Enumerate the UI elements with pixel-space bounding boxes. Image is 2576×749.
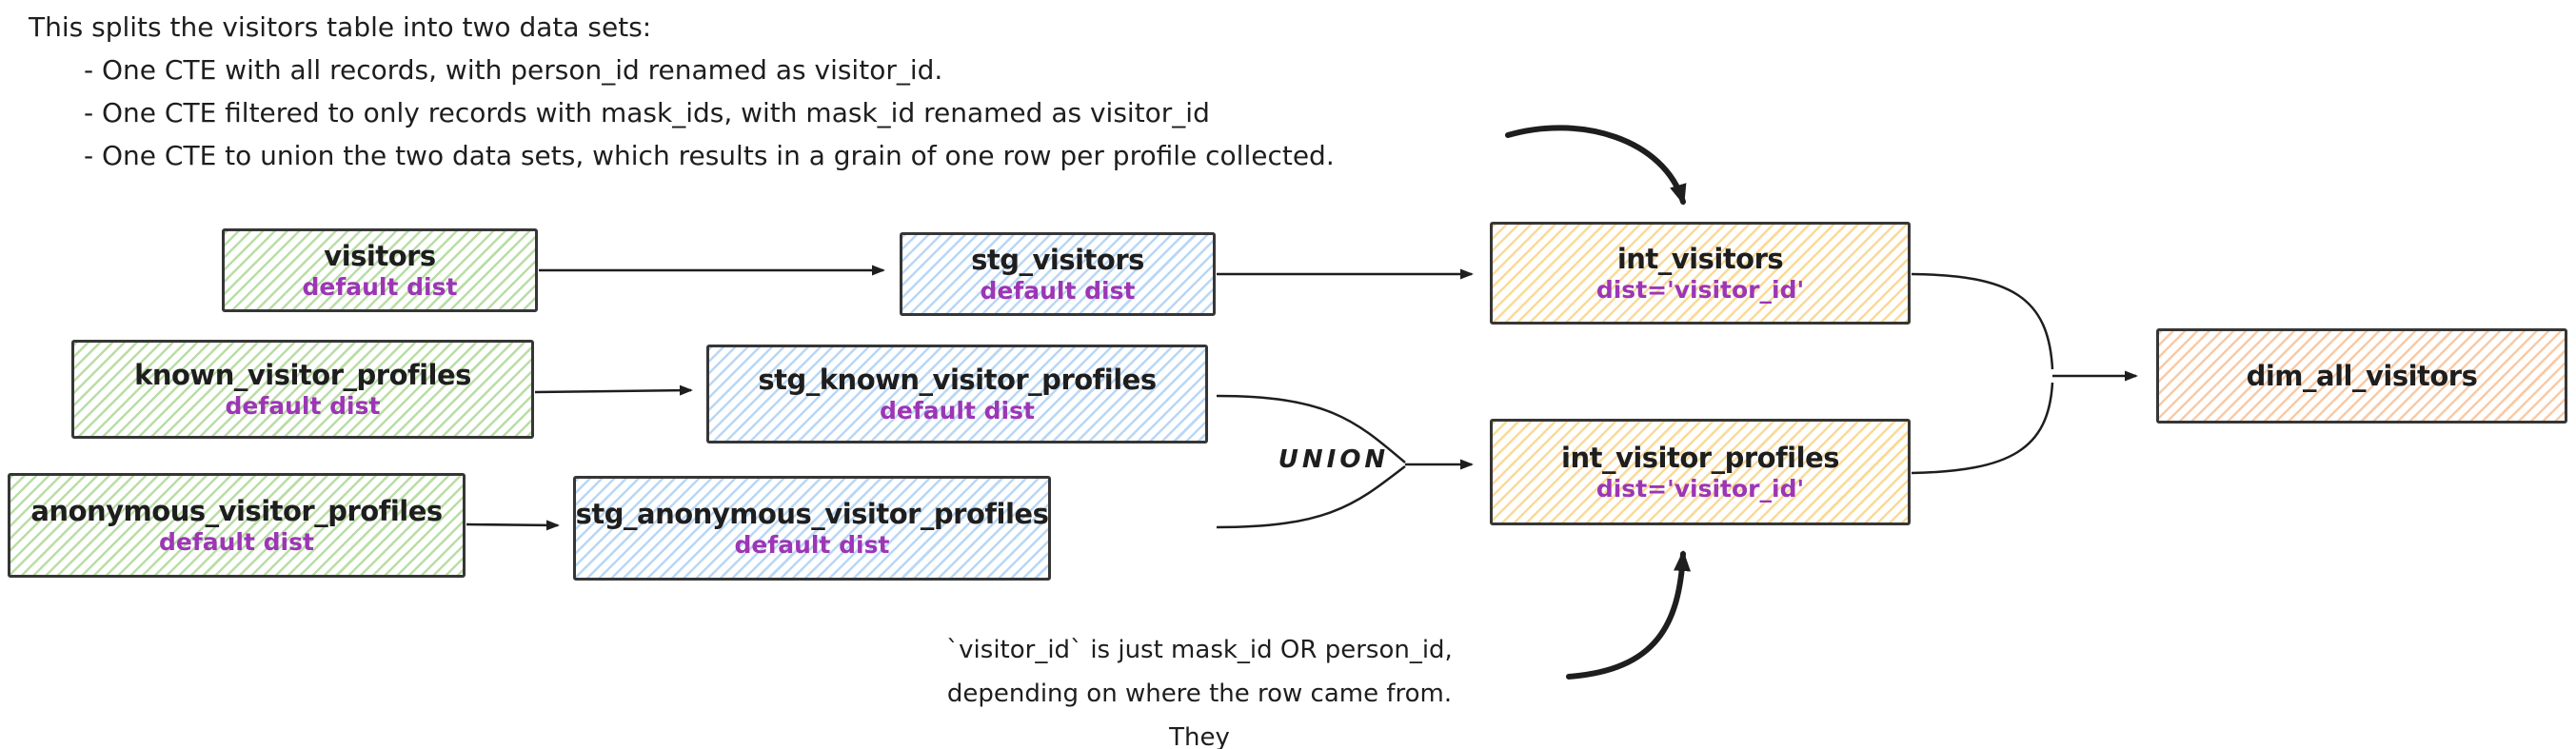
node-int-visitor-profiles: int_visitor_profiles dist='visitor_id' [1490,419,1911,525]
node-subtitle: dist='visitor_id' [1595,276,1805,304]
node-title: visitors [324,240,436,272]
node-anonymous-visitor-profiles: anonymous_visitor_profiles default dist [8,473,466,578]
bottom-note-line: depending on where the row came from. Th… [946,680,1453,749]
node-title: known_visitor_profiles [134,359,471,391]
edge-known-to-stg-known [534,384,693,396]
node-title: stg_known_visitor_profiles [758,364,1157,396]
node-visitors: visitors default dist [222,228,538,312]
top-note: This splits the visitors table into two … [29,6,1335,177]
node-dim-all-visitors: dim_all_visitors [2156,328,2567,424]
top-note-bullet: - One CTE to union the two data sets, wh… [84,140,1335,171]
edge-stg-anonymous-to-union [1216,465,1406,529]
bottom-note: `visitor_id` is just mask_id OR person_i… [923,628,1476,749]
node-subtitle: default dist [225,392,381,420]
node-title: int_visitor_profiles [1561,442,1840,474]
edge-int-visitors-to-merge [1911,272,2054,370]
top-note-bullet: - One CTE with all records, with person_… [84,54,943,86]
top-note-heading: This splits the visitors table into two … [29,11,652,43]
node-int-visitors: int_visitors dist='visitor_id' [1490,222,1911,325]
bottom-note-line: `visitor_id` is just mask_id OR person_i… [946,636,1453,664]
edge-int-visitor-profiles-to-merge [1911,382,2054,475]
node-stg-known-visitor-profiles: stg_known_visitor_profiles default dist [706,345,1208,443]
edge-stg-known-to-union [1216,394,1406,463]
node-stg-visitors: stg_visitors default dist [900,232,1216,316]
annotation-arrow-bottom-note-to-int-visitor-profiles [1566,550,1692,680]
edge-anonymous-to-stg-anonymous [466,520,560,531]
node-title: dim_all_visitors [2246,360,2478,392]
node-subtitle: default dist [880,397,1035,424]
node-subtitle: default dist [734,531,890,559]
node-subtitle: default dist [302,273,458,301]
node-subtitle: default dist [159,528,314,556]
top-note-bullet: - One CTE filtered to only records with … [84,97,1210,128]
node-known-visitor-profiles: known_visitor_profiles default dist [71,340,534,439]
node-subtitle: default dist [980,277,1136,305]
node-title: int_visitors [1616,243,1784,275]
node-title: stg_anonymous_visitor_profiles [575,498,1049,530]
node-title: stg_visitors [971,244,1144,276]
node-title: anonymous_visitor_profiles [30,495,443,527]
node-subtitle: dist='visitor_id' [1595,475,1805,503]
annotation-arrow-top-note-to-int-visitors [1505,125,1687,206]
union-label: UNION [1278,445,1390,474]
node-stg-anonymous-visitor-profiles: stg_anonymous_visitor_profiles default d… [573,476,1051,581]
